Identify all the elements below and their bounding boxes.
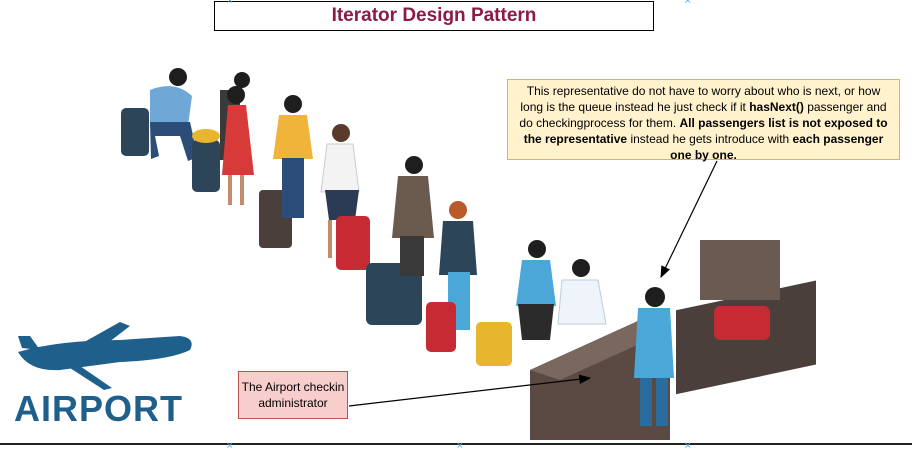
passenger-yellow-suitcase xyxy=(476,240,556,366)
suitcase-navy-1 xyxy=(121,108,149,156)
checkin-desk xyxy=(530,240,816,440)
checkin-representative xyxy=(634,287,674,426)
arrow-representative xyxy=(660,160,718,279)
note-text-6: each passenger one by one. xyxy=(670,132,884,162)
grid-marker: × xyxy=(226,0,234,6)
grid-marker: × xyxy=(684,441,692,451)
suitcase-navy-2 xyxy=(366,263,422,325)
grid-marker: × xyxy=(226,441,234,451)
airplane-icon xyxy=(18,322,192,390)
passenger-at-desk xyxy=(557,259,607,325)
suitcase-red-2 xyxy=(426,302,456,352)
note-text-1: This representative do not have to worry… xyxy=(520,84,881,114)
note-text-4: All passengers list is not exposed to th… xyxy=(523,116,888,146)
administrator-note: The Airport checkin administrator xyxy=(238,371,348,419)
passenger-sitting xyxy=(121,68,198,161)
suitcase-red-belt xyxy=(714,306,770,340)
passenger-suit xyxy=(366,156,434,325)
passenger-couple xyxy=(192,72,254,205)
grid-marker: × xyxy=(456,441,464,451)
note-text-5: instead he gets introduce with xyxy=(627,132,793,146)
passenger-yellow-jacket xyxy=(259,95,313,248)
grid-marker: × xyxy=(684,0,692,6)
suitcase-red-1 xyxy=(336,216,370,270)
arrow-administrator xyxy=(348,374,592,407)
suitcase-yellow xyxy=(476,322,512,366)
passenger-blue-pants xyxy=(426,201,477,352)
note-text-3: passenger and do checkingprocess for the… xyxy=(519,100,887,130)
passenger-white-shirt xyxy=(320,124,370,270)
note-text-2: hasNext() xyxy=(749,100,804,114)
airport-logo-text: AIRPORT xyxy=(14,388,183,429)
page-title: Iterator Design Pattern xyxy=(214,1,654,31)
representative-note: This representative do not have to worry… xyxy=(507,79,900,162)
